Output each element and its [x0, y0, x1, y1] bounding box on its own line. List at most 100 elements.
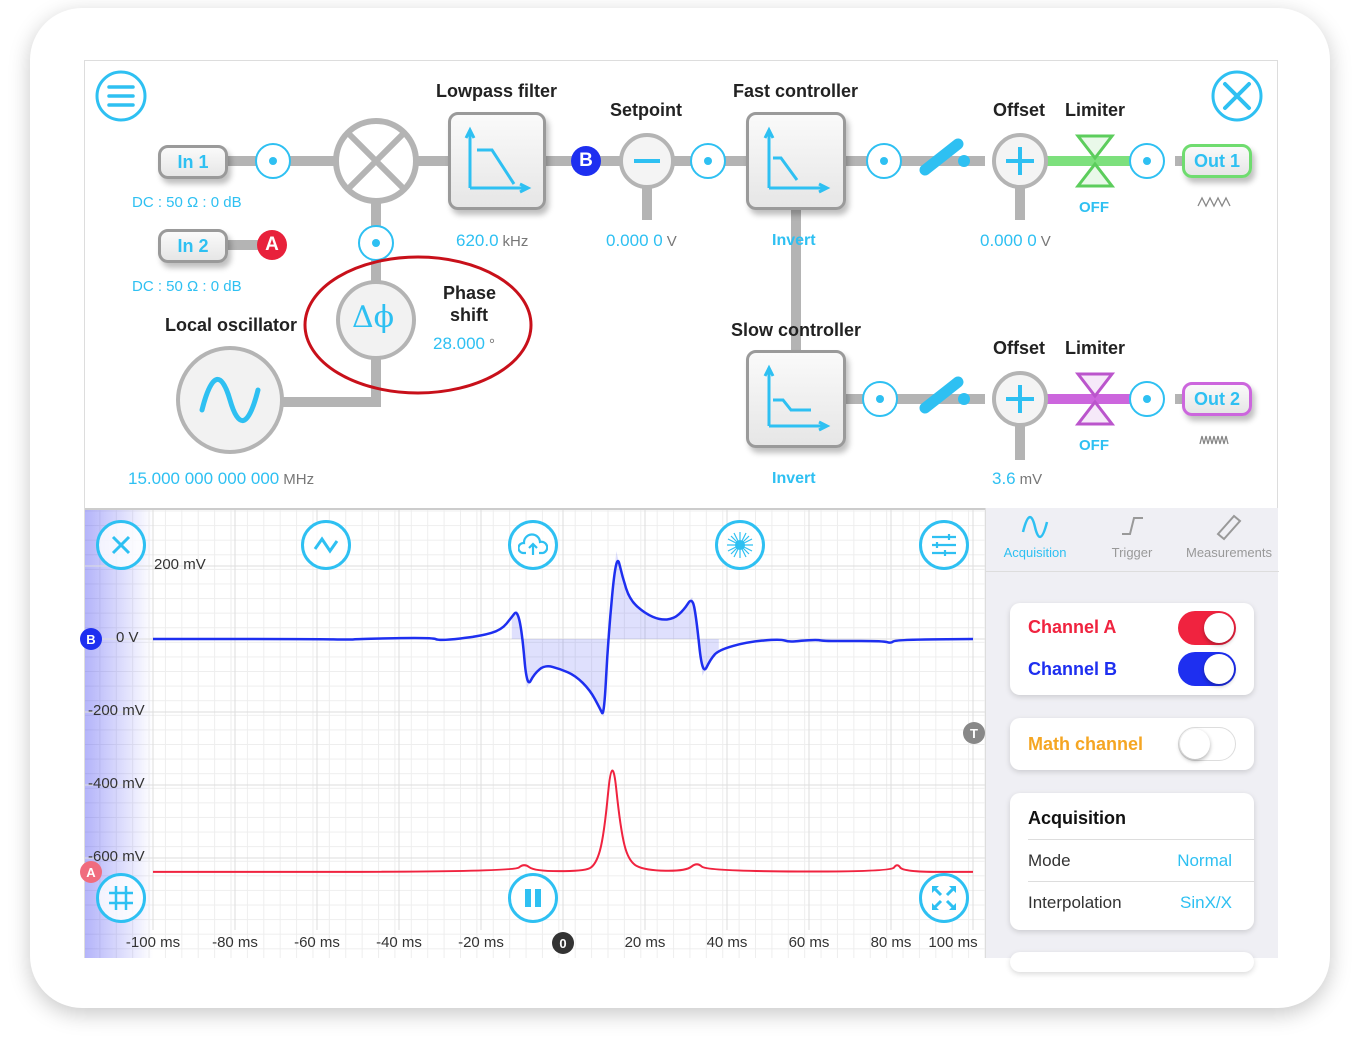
tab-trigger[interactable]: Trigger: [1083, 512, 1181, 560]
setpoint-number: 0.000 0: [606, 231, 663, 250]
cloud-upload-button[interactable]: [508, 520, 558, 570]
laser-button[interactable]: [715, 520, 765, 570]
menu-icon[interactable]: [95, 70, 147, 122]
phase-shift-unit: °: [489, 336, 495, 353]
setpoint-unit: V: [666, 233, 677, 250]
phase-shift-title-2: shift: [450, 305, 488, 325]
slow-invert-toggle[interactable]: Invert: [772, 470, 816, 487]
lowpass-filter-block[interactable]: [448, 112, 546, 210]
math-channel-toggle[interactable]: [1178, 727, 1236, 761]
x-tick-label: 60 ms: [788, 934, 830, 951]
channel-b-marker[interactable]: B: [80, 628, 102, 650]
grid-button[interactable]: [96, 873, 146, 923]
offset2-add-icon[interactable]: [992, 371, 1048, 427]
input-1-info[interactable]: DC : 50 Ω : 0 dB: [132, 194, 242, 211]
x-tick-label: 20 ms: [624, 934, 666, 951]
offset-2-title: Offset: [993, 338, 1046, 358]
tools-icon[interactable]: [1211, 70, 1263, 122]
x-tick-label: -80 ms: [212, 934, 258, 951]
lowpass-cutoff-number: 620.0: [456, 231, 499, 250]
math-card: Math channel: [1010, 718, 1254, 770]
limiter-2-title: Limiter: [1065, 338, 1126, 358]
offset1-add-icon[interactable]: [992, 133, 1048, 189]
channel-b-toggle[interactable]: [1178, 652, 1236, 686]
channel-a-label: Channel A: [1028, 617, 1117, 637]
acquisition-card: Acquisition Mode Normal Interpolation Si…: [1010, 793, 1254, 930]
interpolation-value[interactable]: SinX/X: [1180, 893, 1232, 912]
lo-frequency-unit: MHz: [283, 471, 315, 488]
lowpass-cutoff-unit: kHz: [502, 233, 529, 250]
fast-controller-title: Fast controller: [733, 81, 859, 101]
fast-invert-toggle[interactable]: Invert: [772, 232, 816, 249]
channels-card: Channel A Channel B: [1010, 603, 1254, 695]
mode-value[interactable]: Normal: [1177, 851, 1232, 870]
limiter-2-state[interactable]: OFF: [1079, 437, 1109, 454]
x-tick-label: 80 ms: [870, 934, 912, 951]
limiter-1-state[interactable]: OFF: [1079, 199, 1109, 216]
grid-icon: [109, 886, 133, 910]
slow-controller-title: Slow controller: [731, 320, 862, 340]
switch2-icon[interactable]: [919, 376, 970, 414]
trigger-time-marker[interactable]: 0: [552, 932, 574, 954]
mode-label: Mode: [1028, 851, 1071, 870]
channel-a-marker[interactable]: A: [80, 861, 102, 883]
waveform-icon: [313, 536, 339, 554]
local-oscillator-icon[interactable]: [176, 346, 284, 454]
channel-a-toggle[interactable]: [1178, 611, 1236, 645]
pause-button[interactable]: [508, 873, 558, 923]
y-tick-label: -600 mV: [88, 848, 145, 865]
channel-a-trace: [152, 769, 973, 873]
mixer-icon[interactable]: [333, 118, 419, 204]
close-button[interactable]: [96, 520, 146, 570]
settings-panel: Acquisition Trigger Measurements Channel…: [985, 508, 1279, 972]
y-tick-label: 0 V: [116, 629, 139, 646]
output-2-button[interactable]: Out 2: [1182, 382, 1252, 416]
tab-acquisition[interactable]: Acquisition: [986, 512, 1084, 560]
offset-1-title: Offset: [993, 100, 1046, 120]
offset-1-unit: V: [1040, 233, 1051, 250]
fullscreen-button[interactable]: [919, 873, 969, 923]
y-tick-label: -200 mV: [88, 702, 145, 719]
channel-b-label: Channel B: [1028, 659, 1118, 679]
y-tick-label: 200 mV: [154, 556, 206, 573]
offset-2-number: 3.6: [992, 469, 1016, 488]
slow-controller-block[interactable]: [746, 350, 846, 448]
input-2-info[interactable]: DC : 50 Ω : 0 dB: [132, 278, 242, 295]
y-tick-label: -400 mV: [88, 775, 145, 792]
ruler-icon: [1216, 514, 1242, 541]
sliders-icon: [932, 534, 956, 556]
output-1-label: Out 1: [1193, 150, 1240, 171]
input-1-button[interactable]: In 1: [158, 145, 228, 179]
trigger-level-marker[interactable]: T: [963, 722, 985, 744]
phase-shift-knob[interactable]: [336, 280, 416, 360]
tab-measurements[interactable]: Measurements: [1180, 512, 1278, 560]
offset-2-unit: mV: [1019, 471, 1043, 488]
tab-trigger-label: Trigger: [1111, 545, 1153, 560]
channel-b-fill: [511, 551, 719, 718]
waveform-button[interactable]: [301, 520, 351, 570]
channel-b-trace: [152, 559, 974, 715]
output-1-button[interactable]: Out 1: [1182, 144, 1252, 178]
input-1-label: In 1: [177, 151, 209, 172]
switch1-icon[interactable]: [919, 138, 970, 176]
settings-sliders-button[interactable]: [919, 520, 969, 570]
math-channel-label: Math channel: [1028, 734, 1144, 754]
limiter1-icon[interactable]: [1074, 134, 1116, 188]
fast-controller-block[interactable]: [746, 112, 846, 210]
input-2-button[interactable]: In 2: [158, 229, 228, 263]
limiter2-icon[interactable]: [1074, 372, 1116, 426]
setpoint-subtract-icon[interactable]: [619, 133, 675, 189]
out1-waveform-icon: [1197, 196, 1231, 208]
slow-controller-icon: [763, 364, 831, 432]
acquisition-title: Acquisition: [1028, 808, 1126, 828]
phase-shift-value[interactable]: 28.000°: [433, 334, 495, 354]
x-tick-label: -100 ms: [125, 934, 181, 951]
trigger-icon: [1122, 517, 1143, 535]
